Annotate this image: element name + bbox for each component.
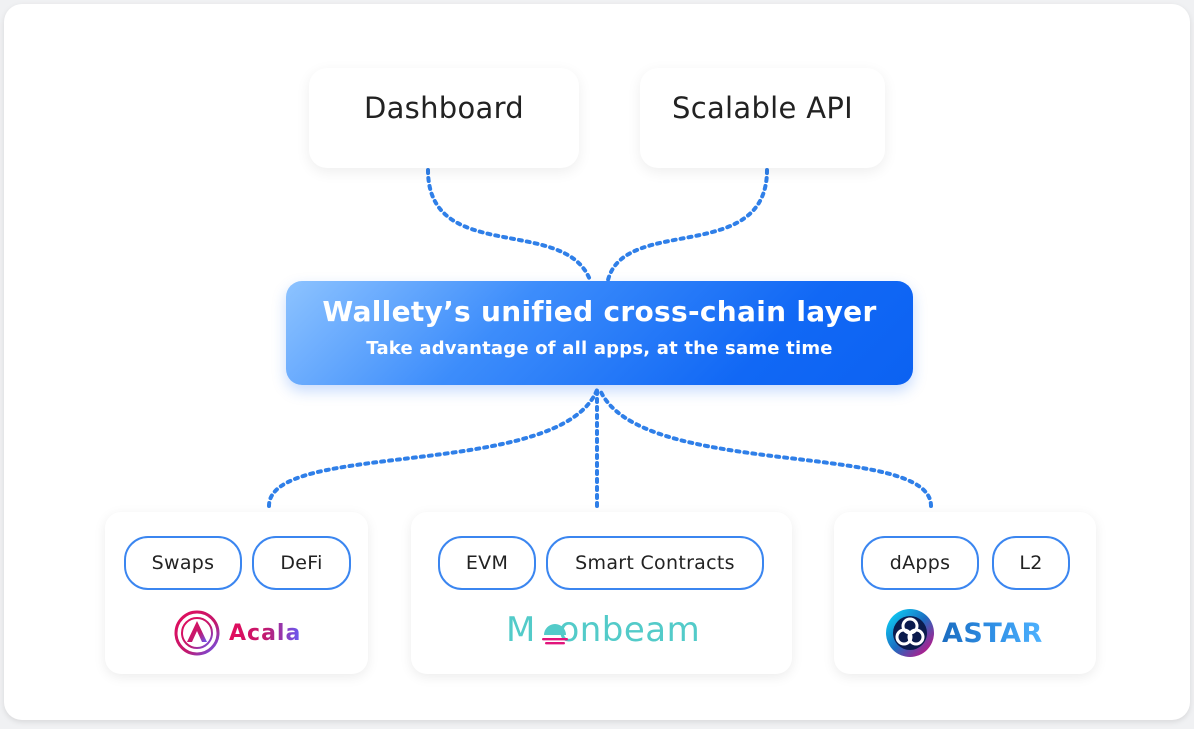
dashboard-card: Dashboard [309, 68, 579, 168]
astar-card: dApps L2 ASTAR [834, 512, 1096, 674]
acala-icon [174, 610, 220, 656]
acala-wordmark: Acala [229, 620, 302, 646]
unified-layer-box: Wallety’s unified cross-chain layer Take… [286, 281, 913, 385]
layer-subtitle: Take advantage of all apps, at the same … [366, 338, 833, 359]
moonbeam-moon-icon [542, 624, 568, 645]
astar-logo: ASTAR [884, 607, 1043, 659]
moonbeam-wordmark: M onbeam [506, 610, 701, 650]
astar-wordmark: ASTAR [942, 617, 1043, 649]
tag-evm: EVM [438, 536, 536, 590]
moonbeam-logo: M onbeam [506, 610, 700, 650]
layer-title: Wallety’s unified cross-chain layer [322, 295, 877, 328]
tag-l2: L2 [992, 536, 1070, 590]
acala-logo: Acala [173, 609, 301, 657]
scalable-api-card: Scalable API [640, 68, 885, 168]
acala-card: Swaps DeFi Acala [105, 512, 368, 674]
tag-defi: DeFi [252, 536, 351, 590]
dashboard-label: Dashboard [363, 91, 525, 125]
astar-icon [886, 609, 934, 657]
tag-swaps: Swaps [124, 536, 242, 590]
tag-smart-contracts: Smart Contracts [546, 536, 764, 590]
tag-dapps: dApps [861, 536, 979, 590]
moonbeam-card: EVM Smart Contracts M onbeam [411, 512, 792, 674]
scalable-api-label: Scalable API [672, 91, 853, 125]
